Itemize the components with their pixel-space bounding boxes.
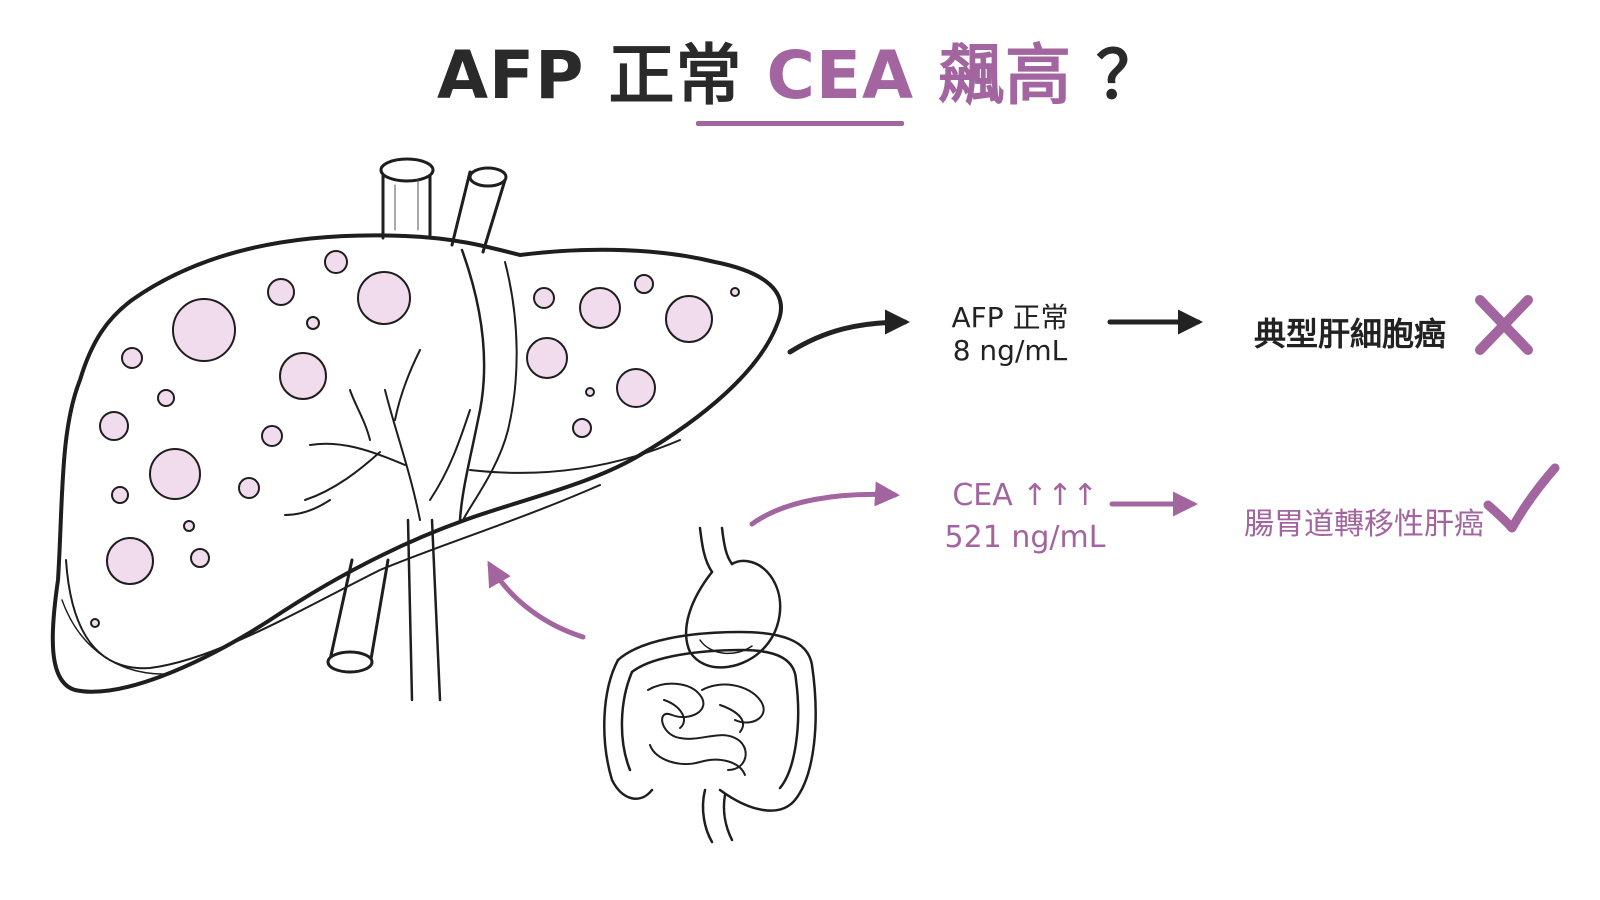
- afp-status-label: AFP 正常: [951, 301, 1069, 334]
- cross-icon: [1475, 295, 1533, 355]
- liver-illustration: [50, 157, 783, 702]
- arrow-gi-to-liver: [487, 560, 586, 640]
- liver-outline: [50, 233, 783, 694]
- title-question-mark: ？: [1096, 37, 1164, 114]
- small-intestine: [647, 682, 765, 776]
- afp-value: 8 ng/mL: [952, 334, 1068, 367]
- gi-tract-illustration: [603, 526, 817, 844]
- liver-nodules: [90, 250, 740, 628]
- cea-status-label: CEA ↑↑↑: [952, 478, 1098, 513]
- title-afp-normal: AFP 正常: [436, 37, 743, 114]
- check-icon: [1483, 463, 1560, 533]
- hcc-result-label: 典型肝細胞癌: [1254, 315, 1447, 353]
- title-cea-high: CEA 飆高: [766, 37, 1073, 114]
- vena-cava-top: [379, 157, 508, 254]
- arrow-gi-to-cea: [749, 481, 900, 527]
- cea-value: 521 ng/mL: [944, 520, 1106, 555]
- vena-cava-bottom: [326, 518, 442, 702]
- metastatic-result-label: 腸胃道轉移性肝癌: [1244, 507, 1484, 542]
- liver-vessels: [284, 349, 471, 521]
- title-underline: [696, 121, 904, 126]
- arrow-liver-to-afp: [787, 309, 910, 355]
- page-title: AFP 正常 CEA 飆高 ？: [0, 22, 1600, 118]
